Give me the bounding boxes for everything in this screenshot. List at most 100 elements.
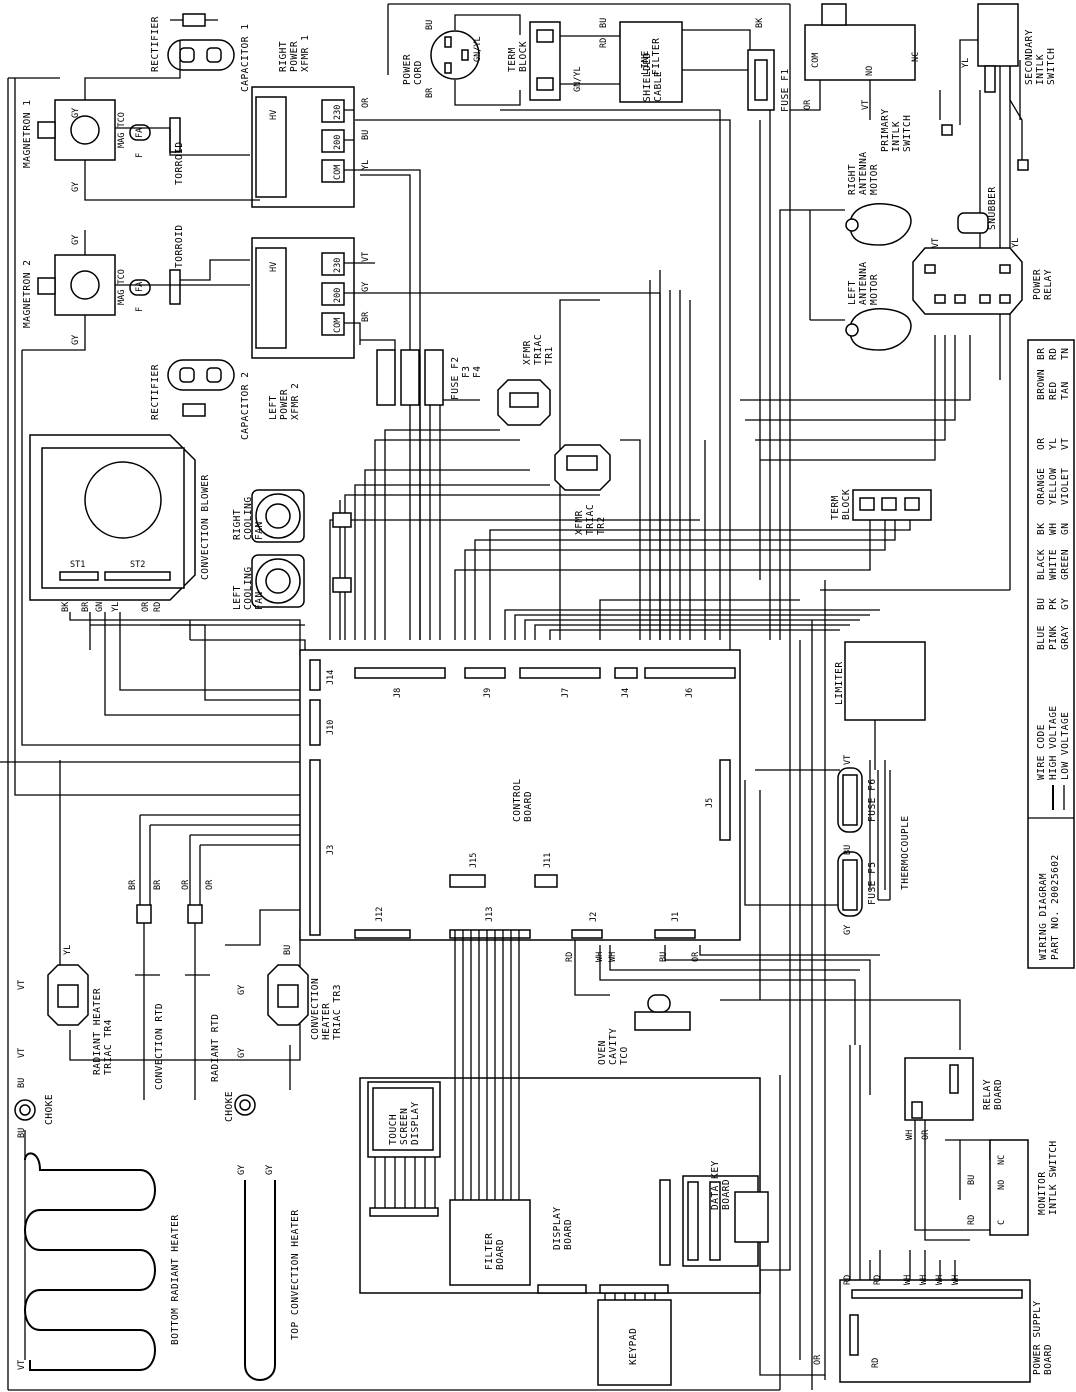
svg-text:CAPACITOR 2: CAPACITOR 2 xyxy=(240,372,251,440)
svg-text:TORROID: TORROID xyxy=(174,141,185,185)
fuse-f2-f3-f4: FUSE F2 F3 F4 xyxy=(376,349,483,406)
convection-heater-triac: CONVECTION HEATER TRIAC TR3 xyxy=(267,964,343,1040)
svg-text:J11: J11 xyxy=(543,853,553,868)
svg-text:BOARD: BOARD xyxy=(721,1179,732,1210)
thermocouple: THERMOCOUPLE xyxy=(877,770,911,901)
svg-text:RD: RD xyxy=(871,1358,881,1368)
svg-text:LINE: LINE xyxy=(640,50,651,75)
svg-text:WH: WH xyxy=(608,952,618,962)
svg-text:LIMITER: LIMITER xyxy=(834,661,845,705)
svg-text:MAGNETRON 2: MAGNETRON 2 xyxy=(22,260,33,328)
svg-text:230: 230 xyxy=(333,105,343,120)
svg-text:BU: BU xyxy=(425,20,435,30)
svg-text:BU: BU xyxy=(17,1128,27,1138)
svg-text:J10: J10 xyxy=(326,720,336,735)
svg-text:BU: BU xyxy=(361,130,371,140)
svg-text:RD: RD xyxy=(565,952,575,962)
radiant-heater-triac: RADIANT HEATER TRIAC TR4 xyxy=(47,964,114,1075)
svg-text:MOTOR: MOTOR xyxy=(869,164,880,195)
svg-text:CONTROL: CONTROL xyxy=(512,778,523,822)
svg-text:WIRING DIAGRAM: WIRING DIAGRAM xyxy=(1038,873,1049,960)
svg-text:RIGHT: RIGHT xyxy=(847,164,858,195)
svg-text:GN: GN xyxy=(1060,523,1071,535)
svg-text:VT: VT xyxy=(361,252,371,262)
capacitor-2: CAPACITOR 2 RECTIFIER xyxy=(150,359,251,440)
svg-text:TERM: TERM xyxy=(830,495,841,520)
secondary-intlk-switch: SECONDARY INTLK SWITCH xyxy=(941,3,1057,171)
svg-text:J1: J1 xyxy=(671,912,681,922)
svg-text:F: F xyxy=(135,307,145,312)
svg-text:BOARD: BOARD xyxy=(495,1239,506,1270)
svg-text:NO: NO xyxy=(865,66,875,76)
svg-text:BU: BU xyxy=(659,952,669,962)
svg-text:200: 200 xyxy=(333,288,343,303)
svg-text:BU: BU xyxy=(967,1175,977,1185)
rectifier-top-label: RECTIFIER xyxy=(150,16,161,72)
svg-text:J7: J7 xyxy=(561,688,571,698)
svg-text:WH: WH xyxy=(595,952,605,962)
svg-text:GY: GY xyxy=(265,1165,275,1175)
svg-text:BU: BU xyxy=(599,18,609,28)
svg-text:RADIANT RTD: RADIANT RTD xyxy=(210,1014,221,1082)
svg-text:COM: COM xyxy=(333,318,343,333)
svg-text:RD: RD xyxy=(599,38,609,48)
svg-text:OR: OR xyxy=(813,1354,823,1365)
svg-text:YL: YL xyxy=(1048,438,1059,450)
svg-text:INTLK SWITCH: INTLK SWITCH xyxy=(1048,1140,1059,1215)
svg-text:GY: GY xyxy=(237,985,247,995)
svg-text:MONITOR: MONITOR xyxy=(1037,1171,1048,1215)
svg-text:BOARD: BOARD xyxy=(1043,1344,1054,1375)
svg-text:MAG TCO: MAG TCO xyxy=(117,269,127,305)
svg-text:HV: HV xyxy=(269,262,279,272)
svg-text:RIGHT: RIGHT xyxy=(278,41,289,72)
svg-text:J6: J6 xyxy=(685,688,695,698)
svg-text:BOARD: BOARD xyxy=(563,1219,574,1250)
svg-text:GN/YL: GN/YL xyxy=(573,66,583,92)
svg-text:BK: BK xyxy=(1036,523,1047,535)
svg-text:OR: OR xyxy=(691,951,701,962)
svg-text:HIGH VOLTAGE: HIGH VOLTAGE xyxy=(1048,705,1059,780)
svg-text:J14: J14 xyxy=(326,670,336,685)
legend: WIRING DIAGRAM PART NO. 20025602 WIRE CO… xyxy=(1027,339,1075,969)
svg-text:TRIAC: TRIAC xyxy=(533,334,544,365)
svg-text:YL: YL xyxy=(361,160,371,170)
svg-text:SHIELDED: SHIELDED xyxy=(642,52,653,102)
svg-text:TOP CONVECTION HEATER: TOP CONVECTION HEATER xyxy=(290,1209,301,1340)
svg-text:WH: WH xyxy=(1048,523,1059,535)
svg-text:VT: VT xyxy=(931,238,941,248)
choke-left: CHOKE xyxy=(14,1094,55,1125)
svg-text:200: 200 xyxy=(333,135,343,150)
svg-text:OR: OR xyxy=(141,601,151,612)
svg-text:MAG TCO: MAG TCO xyxy=(117,112,127,148)
svg-text:XFMR: XFMR xyxy=(522,340,533,365)
svg-text:MAGNETRON 1: MAGNETRON 1 xyxy=(22,100,33,168)
svg-text:VT: VT xyxy=(17,980,27,990)
snubber: SNUBBER xyxy=(957,186,998,234)
svg-text:RD: RD xyxy=(967,1215,977,1225)
svg-text:WHITE: WHITE xyxy=(1048,549,1059,580)
svg-text:RD: RD xyxy=(873,1275,883,1285)
right-antenna-motor: RIGHT ANTENNA MOTOR xyxy=(845,151,912,246)
svg-text:GY: GY xyxy=(71,182,81,192)
svg-text:F: F xyxy=(135,153,145,158)
svg-text:PINK: PINK xyxy=(1048,625,1059,650)
svg-text:GN: GN xyxy=(95,602,105,612)
svg-text:GREEN: GREEN xyxy=(1060,549,1071,580)
svg-text:BR: BR xyxy=(153,879,163,890)
svg-text:230: 230 xyxy=(333,258,343,273)
svg-text:VIOLET: VIOLET xyxy=(1060,468,1071,505)
svg-text:WIRE CODE: WIRE CODE xyxy=(1036,724,1047,780)
svg-text:DATA KEY: DATA KEY xyxy=(710,1160,721,1210)
svg-text:BU: BU xyxy=(283,945,293,955)
svg-text:ST1: ST1 xyxy=(70,560,85,570)
svg-text:GY: GY xyxy=(237,1165,247,1175)
svg-text:TERM: TERM xyxy=(507,47,518,72)
svg-text:VT: VT xyxy=(843,755,853,765)
svg-text:THERMOCOUPLE: THERMOCOUPLE xyxy=(900,815,911,890)
svg-text:BLUE: BLUE xyxy=(1036,625,1047,650)
svg-text:BU: BU xyxy=(1036,598,1047,610)
svg-text:BK: BK xyxy=(755,17,765,28)
svg-text:WH: WH xyxy=(935,1275,945,1285)
svg-text:RELAY: RELAY xyxy=(1043,269,1054,300)
